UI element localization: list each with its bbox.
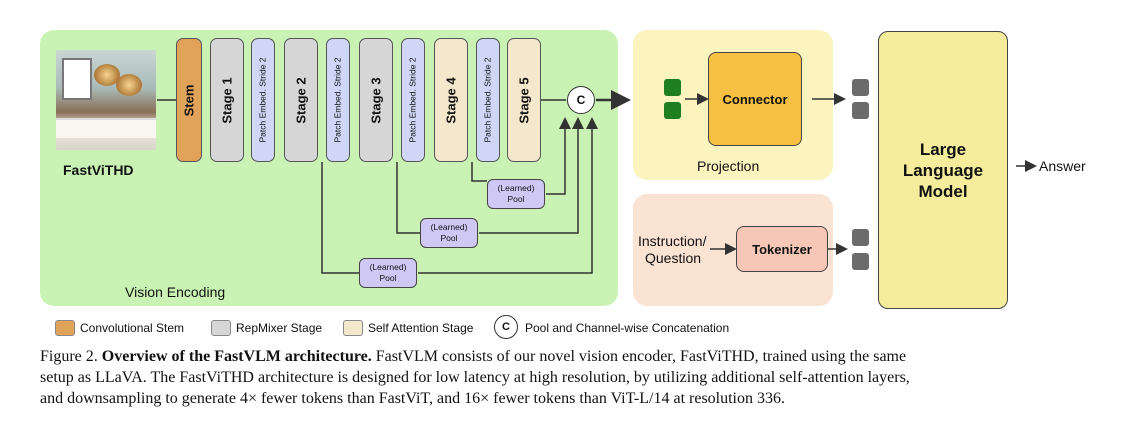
skip-stage2 bbox=[321, 162, 359, 274]
caption-body-2: setup as LLaVA. The FastViTHD architectu… bbox=[40, 369, 910, 386]
answer-label: Answer bbox=[1039, 158, 1086, 174]
legend-label-self-attention: Self Attention Stage bbox=[368, 321, 474, 335]
pool2-to-concat bbox=[479, 117, 584, 234]
encoder-name: FastViTHD bbox=[63, 162, 134, 178]
text-token bbox=[852, 253, 869, 270]
caption-body-3: and downsampling to generate 4× fewer to… bbox=[40, 390, 785, 407]
caption-prefix: Figure 2. bbox=[40, 348, 98, 365]
patch-embed-2-label: Patch Embed. Stride 2 bbox=[333, 57, 344, 143]
pool3-to-concat bbox=[418, 117, 598, 274]
image-lamp bbox=[116, 74, 142, 96]
stage-1-block: Stage 1 bbox=[210, 38, 244, 162]
pool-3-line1: (Learned) bbox=[369, 262, 407, 272]
pool1-to-concat bbox=[546, 117, 571, 195]
caption-body-1: FastVLM consists of our novel vision enc… bbox=[375, 348, 907, 365]
llm-line3: Model bbox=[918, 181, 968, 201]
pool-1-line2: Pool bbox=[507, 194, 525, 204]
stem-block: Stem bbox=[176, 38, 202, 162]
caption-title: Overview of the FastVLM architecture. bbox=[101, 348, 372, 365]
patch-embed-1-block: Patch Embed. Stride 2 bbox=[251, 38, 275, 162]
pool-2-line1: (Learned) bbox=[430, 222, 468, 232]
visual-token bbox=[664, 102, 681, 119]
image-table bbox=[56, 118, 156, 138]
vision-encoding-label: Vision Encoding bbox=[125, 284, 226, 300]
stage-4-label: Stage 4 bbox=[443, 76, 459, 124]
tokenizer-block: Tokenizer bbox=[736, 226, 828, 272]
projected-token bbox=[852, 102, 869, 119]
patch-embed-3-label: Patch Embed. Stride 2 bbox=[408, 57, 419, 143]
patch-embed-2-block: Patch Embed. Stride 2 bbox=[326, 38, 350, 162]
llm-line1: Large bbox=[919, 139, 967, 159]
learned-pool-3: (Learned) Pool bbox=[359, 258, 417, 288]
visual-token bbox=[664, 79, 681, 96]
stage-1-label: Stage 1 bbox=[219, 76, 235, 124]
stage-3-label: Stage 3 bbox=[368, 76, 384, 124]
pool-1-line1: (Learned) bbox=[497, 183, 535, 193]
stage-2-block: Stage 2 bbox=[284, 38, 318, 162]
stage-5-block: Stage 5 bbox=[507, 38, 541, 162]
image-lamp bbox=[94, 64, 120, 86]
legend-swatch-stem bbox=[55, 320, 75, 336]
projected-token bbox=[852, 79, 869, 96]
learned-pool-1: (Learned) Pool bbox=[487, 179, 545, 209]
llm-block: Large Language Model bbox=[878, 31, 1008, 309]
instruction-label: Instruction/ bbox=[638, 233, 707, 249]
stage-5-label: Stage 5 bbox=[516, 76, 532, 124]
patch-embed-1-label: Patch Embed. Stride 2 bbox=[258, 57, 269, 143]
skip-stage4 bbox=[471, 162, 487, 182]
question-label: Question bbox=[645, 250, 702, 266]
image-window bbox=[62, 58, 92, 100]
input-image bbox=[56, 50, 156, 150]
legend-concat-symbol: C bbox=[494, 315, 518, 339]
learned-pool-2: (Learned) Pool bbox=[420, 218, 478, 248]
legend-label-stem: Convolutional Stem bbox=[80, 321, 185, 335]
stage-2-label: Stage 2 bbox=[293, 76, 309, 124]
projection-label: Projection bbox=[697, 158, 760, 174]
concat-node: C bbox=[567, 86, 595, 114]
legend-label-repmixer: RepMixer Stage bbox=[236, 321, 323, 335]
pool-2-line2: Pool bbox=[440, 233, 458, 243]
patch-embed-4-label: Patch Embed. Stride 2 bbox=[483, 57, 494, 143]
pool-3-line2: Pool bbox=[379, 273, 397, 283]
legend-label-concat: Pool and Channel-wise Concatenation bbox=[525, 321, 730, 335]
llm-line2: Language bbox=[902, 160, 984, 180]
legend-swatch-self-attention bbox=[343, 320, 363, 336]
figure-caption: Figure 2. Overview of the FastVLM archit… bbox=[40, 346, 1100, 409]
patch-embed-4-block: Patch Embed. Stride 2 bbox=[476, 38, 500, 162]
patch-embed-3-block: Patch Embed. Stride 2 bbox=[401, 38, 425, 162]
legend-swatch-repmixer bbox=[211, 320, 231, 336]
connector-block: Connector bbox=[708, 52, 802, 146]
caption-line-1: Figure 2. Overview of the FastVLM archit… bbox=[40, 346, 1100, 367]
text-token bbox=[852, 229, 869, 246]
stem-label: Stem bbox=[181, 84, 197, 116]
stage-3-block: Stage 3 bbox=[359, 38, 393, 162]
stage-4-block: Stage 4 bbox=[434, 38, 468, 162]
skip-stage3 bbox=[396, 162, 420, 234]
